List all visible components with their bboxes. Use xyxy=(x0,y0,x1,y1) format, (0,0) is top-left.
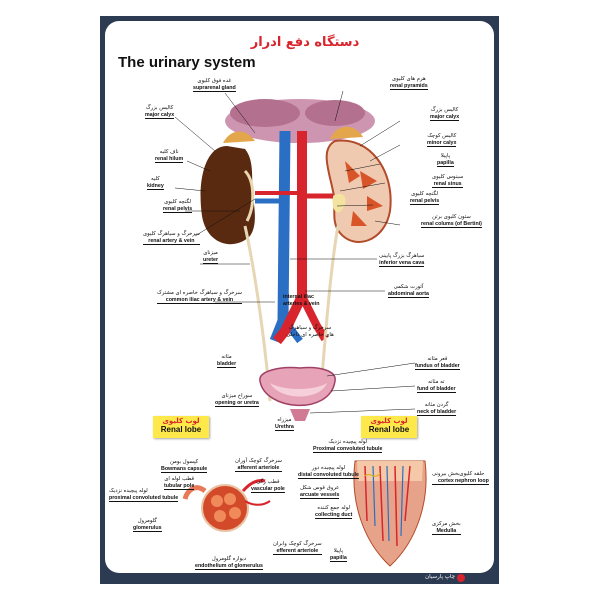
suprarenal-right xyxy=(330,126,363,139)
right-kidney xyxy=(325,139,392,243)
title-english: The urinary system xyxy=(118,54,256,71)
label-internal-iliac: internal iliac arteries & vein xyxy=(283,294,320,307)
nephron-illustration xyxy=(182,479,271,532)
poster-frame: دستگاه دفع ادرار The urinary system xyxy=(100,16,499,584)
suprarenal-left xyxy=(223,131,255,143)
publisher-name: چاپ پارسیان xyxy=(425,574,455,580)
publisher-logo-icon xyxy=(457,574,465,582)
label-internal-iliac-persian: سرخرگ و سیاهرگ های خاصره ای داخلی xyxy=(286,325,334,338)
bladder-illustration xyxy=(259,366,336,421)
poster-footer: چاپ پارسیان xyxy=(100,573,499,584)
aorta xyxy=(255,131,333,345)
poster-board: دستگاه دفع ادرار The urinary system xyxy=(105,21,494,573)
title-persian: دستگاه دفع ادرار xyxy=(250,35,360,50)
renal-lobe-illustration xyxy=(353,460,427,567)
